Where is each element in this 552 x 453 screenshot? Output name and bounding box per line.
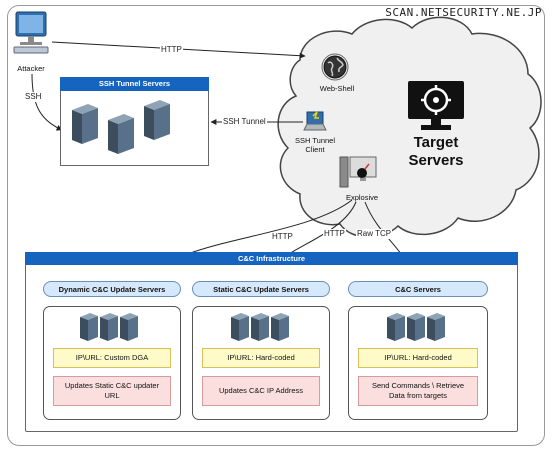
cc-infrastructure-title: C&C Infrastructure bbox=[25, 252, 518, 265]
edge-label-http-top: HTTP bbox=[160, 45, 183, 55]
watermark: SCAN.NETSECURITY.NE.JP bbox=[385, 6, 542, 19]
edge-ssh-attacker-tunnel bbox=[31, 73, 63, 131]
edge-label-http-dynamic: HTTP bbox=[271, 232, 294, 242]
ssh-client-label-line1: SSH Tunnel bbox=[294, 136, 336, 145]
cc-servers-desc-line1: Send Commands \ Retrieve bbox=[371, 381, 465, 390]
target-servers-line1: Target bbox=[413, 134, 459, 151]
dynamic-cc-header: Dynamic C&C Update Servers bbox=[43, 281, 181, 297]
ssh-client-label-line2: Client bbox=[305, 145, 325, 154]
static-cc-header: Static C&C Update Servers bbox=[192, 281, 330, 297]
globe-icon bbox=[321, 53, 349, 81]
edge-label-http-static: HTTP bbox=[323, 229, 346, 239]
dynamic-cc-ipurl: IP\URL: Custom DGA bbox=[53, 348, 171, 368]
attacker-label: Attacker bbox=[17, 64, 45, 73]
laptop-icon bbox=[303, 111, 327, 131]
dynamic-cc-desc: Updates Static C&C updater URL bbox=[53, 376, 171, 406]
cc-servers-desc-line2: Data from targets bbox=[389, 391, 447, 400]
target-monitor-icon bbox=[408, 81, 464, 130]
server-rack-icon bbox=[387, 313, 445, 341]
static-cc-ipurl: IP\URL: Hard-coded bbox=[202, 348, 320, 368]
cc-servers-ipurl: IP\URL: Hard-coded bbox=[358, 348, 478, 368]
server-rack-icon bbox=[231, 313, 289, 341]
dynamic-cc-desc-line1: Updates Static C&C updater bbox=[64, 381, 160, 390]
server-rack-icon bbox=[72, 100, 170, 154]
web-shell-label: Web-Shell bbox=[319, 84, 355, 93]
computer-bomb-icon bbox=[339, 156, 377, 188]
dynamic-cc-desc-line2: URL bbox=[104, 391, 120, 400]
edge-label-raw-tcp: Raw TCP bbox=[356, 229, 393, 239]
cc-servers-desc: Send Commands \ Retrieve Data from targe… bbox=[358, 376, 478, 406]
monitor-icon bbox=[13, 11, 49, 54]
target-servers-line2: Servers bbox=[408, 152, 464, 169]
ssh-tunnel-servers-title: SSH Tunnel Servers bbox=[60, 77, 209, 91]
edge-label-ssh-tunnel: SSH Tunnel bbox=[222, 117, 267, 127]
static-cc-desc: Updates C&C IP Address bbox=[202, 376, 320, 406]
static-cc-desc-line1: Updates C&C IP Address bbox=[218, 386, 304, 395]
edge-label-ssh: SSH bbox=[24, 92, 43, 102]
explosive-label: Explosive bbox=[345, 193, 379, 202]
server-rack-icon bbox=[80, 313, 138, 341]
cc-servers-header: C&C Servers bbox=[348, 281, 488, 297]
